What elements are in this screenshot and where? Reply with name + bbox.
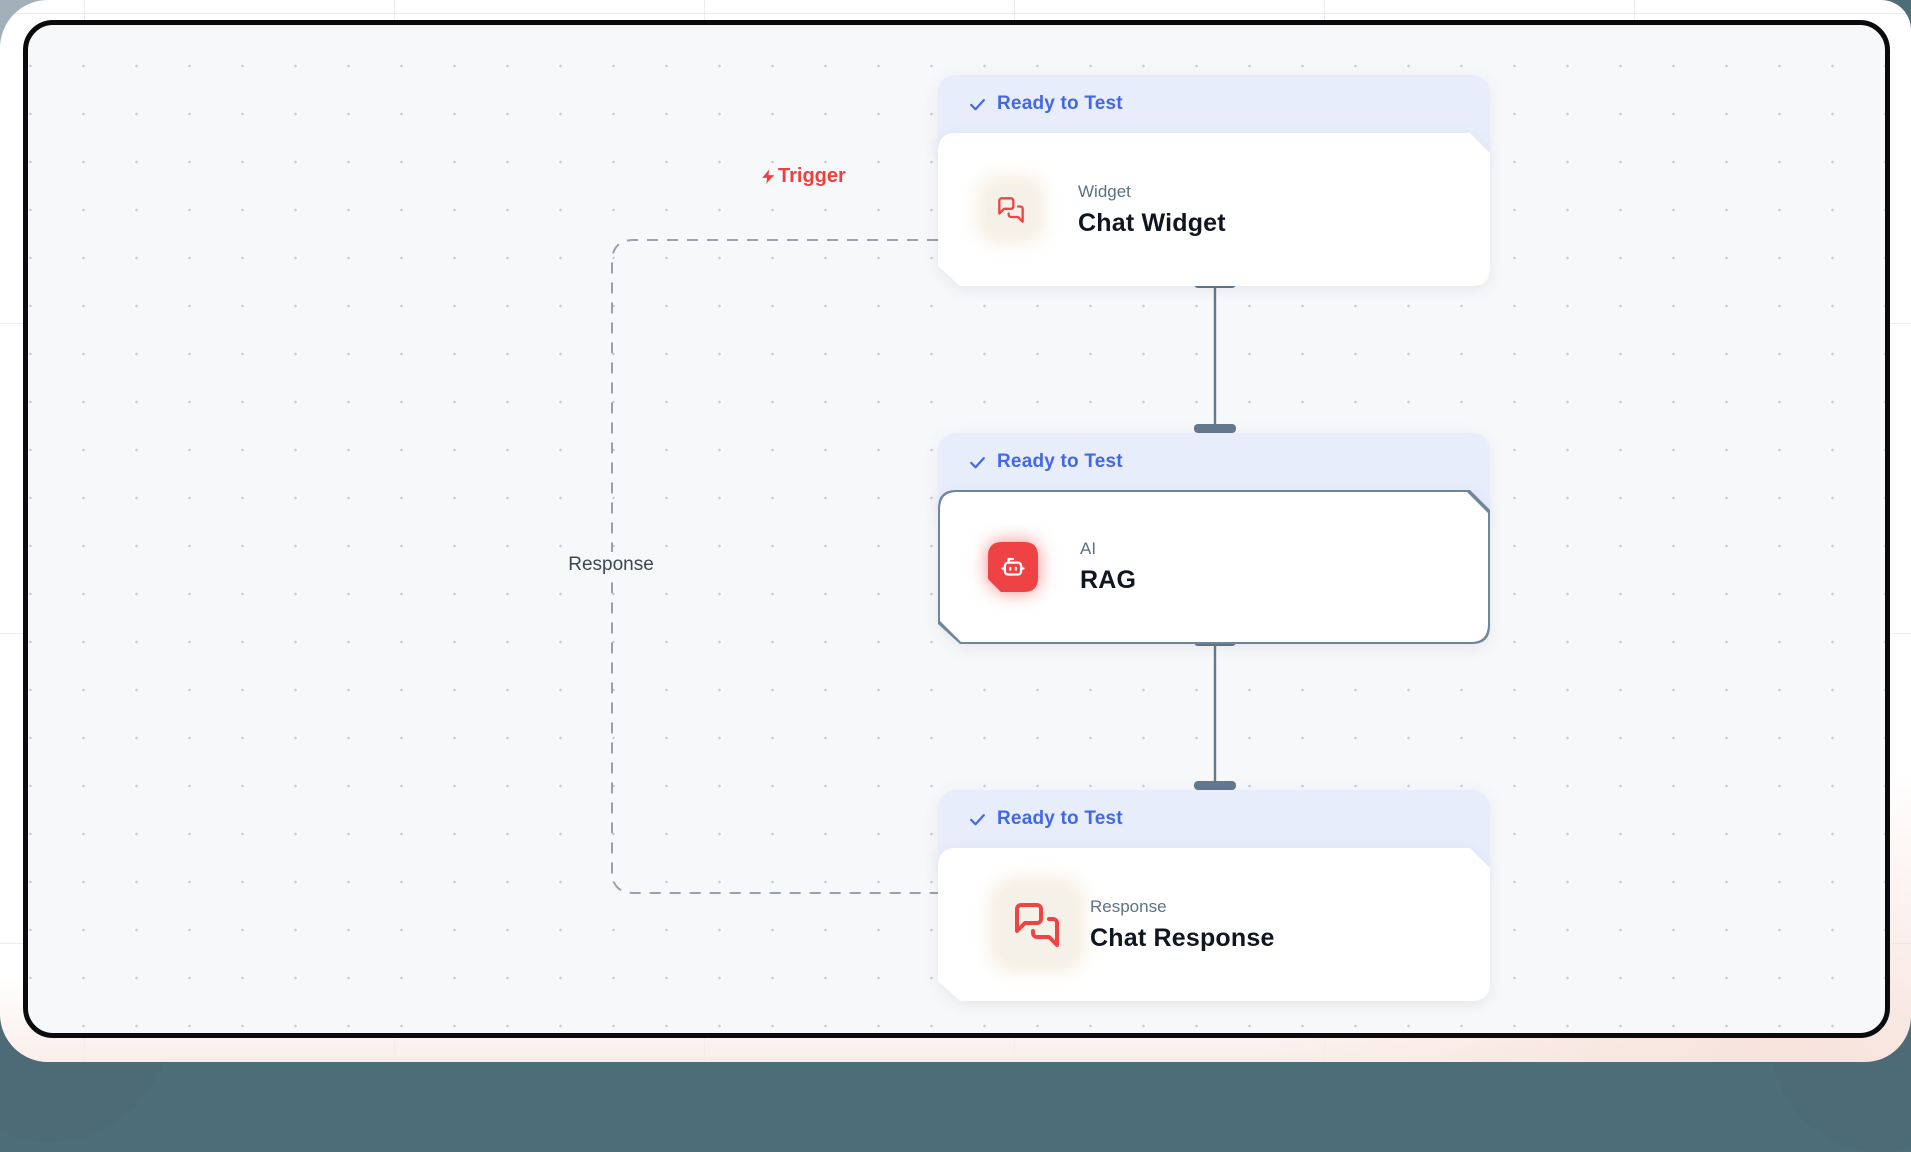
node-type-label: AI bbox=[1080, 539, 1097, 558]
check-icon bbox=[970, 98, 985, 110]
flow-canvas[interactable]: Trigger Response Ready to Test bbox=[23, 20, 1890, 1038]
page-background: Trigger Response Ready to Test bbox=[0, 0, 1911, 1062]
node-card-chat-response[interactable]: Response Chat Response bbox=[938, 848, 1490, 1001]
status-text: Ready to Test bbox=[997, 451, 1123, 472]
node-title: Chat Response bbox=[1090, 923, 1275, 952]
handle-response-top[interactable] bbox=[1194, 781, 1236, 790]
node-type-label: Widget bbox=[1078, 181, 1131, 201]
node-card-chat-widget[interactable]: Widget Chat Widget bbox=[938, 133, 1490, 286]
zap-icon bbox=[762, 168, 775, 184]
chat-bubbles-icon bbox=[986, 185, 1036, 235]
handle-rag-top[interactable] bbox=[1194, 424, 1236, 433]
status-text: Ready to Test bbox=[997, 93, 1123, 114]
check-icon bbox=[970, 813, 985, 825]
node-title: Chat Widget bbox=[1078, 208, 1226, 237]
check-icon bbox=[970, 456, 985, 468]
trigger-edge-label: Trigger bbox=[760, 163, 846, 189]
selected-node-border: AI RAG bbox=[938, 490, 1490, 644]
node-card-rag[interactable]: AI RAG bbox=[940, 492, 1488, 642]
node-type-label: Response bbox=[1090, 896, 1167, 916]
trigger-edge-label-text: Trigger bbox=[778, 164, 846, 187]
node-title: RAG bbox=[1080, 566, 1137, 594]
response-edge-label: Response bbox=[559, 552, 663, 578]
chat-bubbles-icon bbox=[998, 886, 1076, 964]
bot-icon bbox=[988, 542, 1038, 592]
status-text: Ready to Test bbox=[997, 808, 1123, 829]
